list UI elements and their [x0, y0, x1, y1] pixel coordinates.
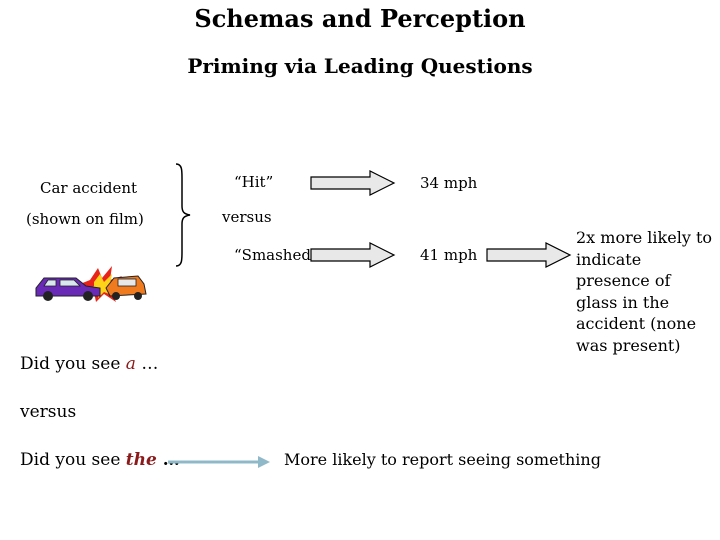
scenario-sublabel: (shown on film) — [26, 210, 144, 228]
slide-title: Schemas and Perception — [194, 4, 526, 33]
question-the: Did you see the … — [20, 450, 180, 470]
question-a-article: a — [125, 354, 136, 374]
question-a-suffix: … — [135, 354, 159, 374]
question-the-suffix: … — [156, 450, 180, 470]
brace-icon — [175, 163, 191, 267]
smashed-speed: 41 mph — [420, 246, 478, 264]
glass-note: 2x more likely to indicate presence of g… — [576, 228, 712, 355]
car-crash-icon — [35, 266, 147, 302]
smashed-arrow-icon — [310, 242, 396, 268]
hit-speed: 34 mph — [420, 174, 478, 192]
question-a: Did you see a … — [20, 354, 158, 374]
slide-subtitle: Priming via Leading Questions — [187, 54, 533, 78]
hit-arrow-icon — [310, 170, 396, 196]
question-the-article: the — [125, 450, 157, 470]
scenario-label: Car accident — [40, 179, 138, 197]
outcome-arrow-icon — [168, 456, 270, 468]
question-the-prefix: Did you see — [20, 450, 126, 470]
glass-arrow-icon — [486, 242, 572, 268]
condition-smashed: “Smashed” — [234, 246, 319, 264]
question-a-prefix: Did you see — [20, 354, 126, 374]
questions-versus: versus — [20, 402, 77, 422]
condition-versus: versus — [222, 208, 272, 226]
outcome-text: More likely to report seeing something — [284, 450, 601, 469]
condition-hit: “Hit” — [234, 173, 274, 191]
